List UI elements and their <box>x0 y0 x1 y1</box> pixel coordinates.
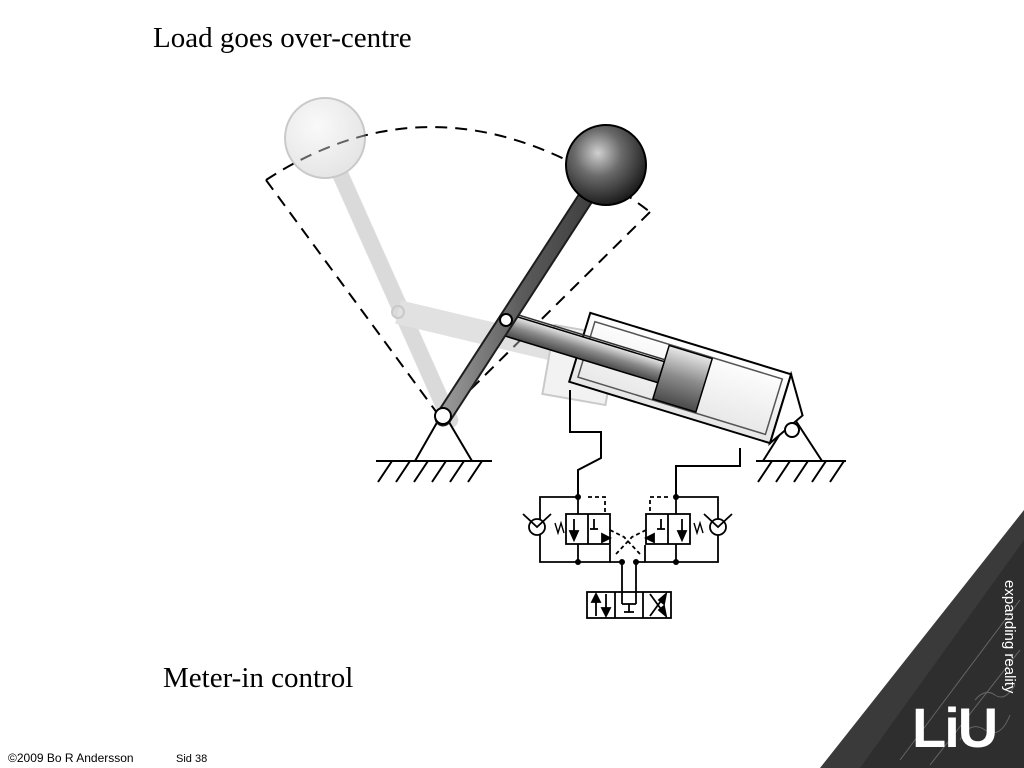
footer-page-number: Sid 38 <box>176 753 208 765</box>
liu-logo: LiU <box>912 696 998 759</box>
right-ground-hatch-icon <box>756 413 846 483</box>
liu-slogan: expanding reality <box>1001 580 1018 694</box>
right-pivot <box>784 422 800 438</box>
directional-valve-icon <box>586 591 672 619</box>
ghost-load-ball-icon <box>284 97 366 179</box>
rod-pin <box>499 313 513 327</box>
load-ball-icon <box>565 124 647 206</box>
swing-radius-left <box>265 179 441 418</box>
footer-copyright: ©2009 Bo R Andersson <box>8 751 134 765</box>
hydraulic-cylinder-icon <box>503 311 804 447</box>
left-pivot <box>434 407 452 425</box>
swing-radius-right <box>469 211 651 391</box>
line-a <box>569 390 602 497</box>
left-counterbalance-valve <box>522 496 641 563</box>
diagram-caption: Meter-in control <box>163 662 354 694</box>
left-ground-hatch-icon <box>376 410 492 483</box>
line-b <box>675 448 741 497</box>
right-counterbalance-valve <box>615 496 733 563</box>
slide-title: Load goes over-centre <box>153 22 412 54</box>
